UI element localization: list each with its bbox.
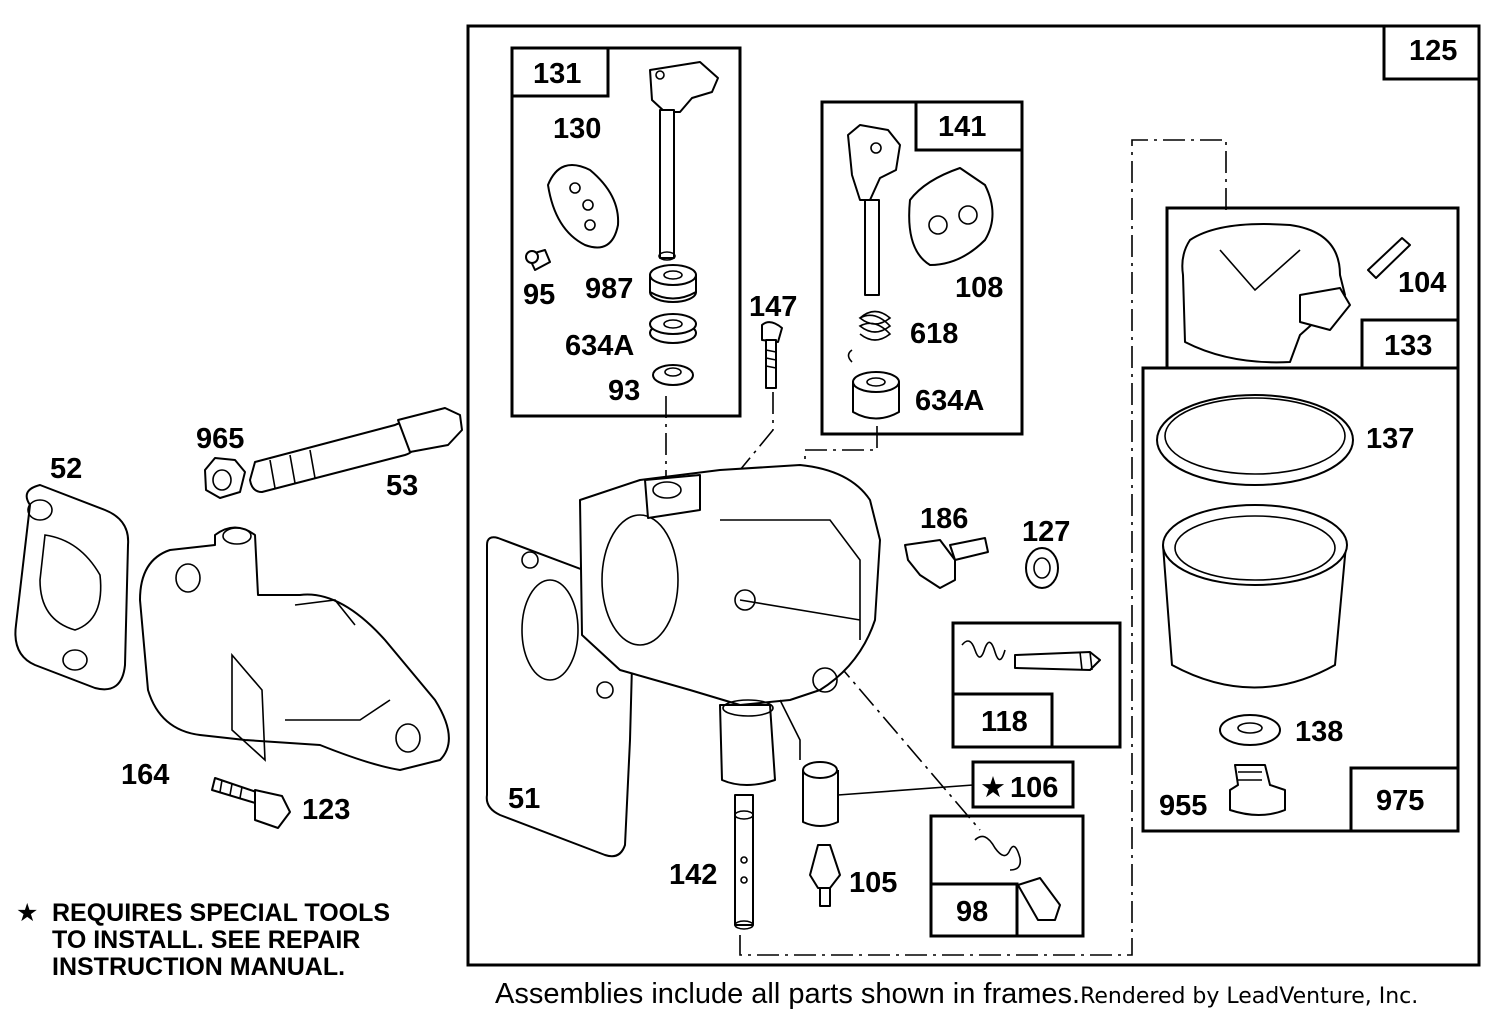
frame-141-tag: [914, 100, 1024, 152]
choke-plate-108: [908, 167, 994, 266]
washer-93: [652, 364, 694, 386]
label-955: 955: [1159, 790, 1207, 822]
frame-133-tag: [1360, 318, 1460, 370]
footer-rendered-text: Rendered by LeadVenture, Inc.: [1080, 984, 1419, 1009]
guide-line-634a: [804, 426, 878, 470]
note-line-1: REQUIRES SPECIAL TOOLS: [52, 899, 391, 927]
frame-131-tag: [510, 46, 610, 98]
seal-634a-2: [852, 371, 900, 420]
label-131: 131: [533, 58, 581, 90]
label-147: 147: [749, 291, 797, 323]
label-127: 127: [1022, 516, 1070, 548]
note-line-2: TO INSTALL. SEE REPAIR: [52, 926, 361, 954]
label-108: 108: [955, 272, 1003, 304]
screw-123: [211, 777, 291, 829]
frame-106-tag: [971, 760, 1075, 809]
label-98: 98: [956, 896, 988, 928]
label-118: 118: [981, 706, 1028, 738]
leader-106: [837, 784, 974, 796]
idle-screw-98: [974, 835, 1061, 921]
note-line-3: INSTRUCTION MANUAL.: [52, 953, 346, 981]
label-105: 105: [849, 867, 897, 899]
washer-138: [1219, 714, 1281, 746]
throttle-shaft: [649, 61, 719, 261]
star-icon: ★: [16, 899, 39, 927]
label-186: 186: [920, 503, 968, 535]
label-634a-1: 634A: [565, 330, 634, 362]
footer: Assemblies include all parts shown in fr…: [495, 978, 1418, 1011]
needle-105: [809, 844, 841, 907]
bowl: [1162, 504, 1348, 689]
label-634a-2: 634A: [915, 385, 984, 417]
seal-987: [649, 264, 697, 303]
frame-125-tag: [1382, 24, 1481, 81]
seat-106: [802, 761, 839, 827]
frame-118-tag: [951, 692, 1054, 749]
fitting-186: [904, 537, 989, 589]
label-975: 975: [1376, 785, 1424, 817]
label-987: 987: [585, 273, 633, 305]
label-106: 106: [1010, 772, 1058, 804]
gasket-52: [14, 484, 130, 691]
stud-53: [249, 407, 463, 493]
label-52: 52: [50, 453, 82, 485]
label-133: 133: [1384, 330, 1432, 362]
frame-131: [510, 46, 742, 418]
label-164: 164: [121, 759, 169, 791]
needle-valve-118: [961, 640, 1101, 671]
gasket-137: [1156, 394, 1354, 486]
label-618: 618: [910, 318, 958, 350]
frame-125: [466, 24, 1481, 967]
float-133: [1181, 223, 1351, 364]
label-93: 93: [608, 375, 640, 407]
label-95: 95: [523, 279, 555, 311]
label-965: 965: [196, 423, 244, 455]
pin-104: [1367, 237, 1411, 279]
guide-line-133: [739, 139, 1227, 956]
label-123: 123: [302, 794, 350, 826]
label-104: 104: [1398, 267, 1446, 299]
nut-965: [204, 457, 246, 499]
label-130: 130: [553, 113, 601, 145]
label-125: 125: [1409, 35, 1457, 67]
screw-95: [525, 249, 551, 271]
carburetor-body: [579, 464, 881, 786]
label-51: 51: [508, 783, 540, 815]
label-141: 141: [938, 111, 986, 143]
label-53: 53: [386, 470, 418, 502]
label-137: 137: [1366, 423, 1414, 455]
guide-line-147: [739, 392, 774, 471]
bowl-nut-955: [1229, 764, 1286, 816]
label-138: 138: [1295, 716, 1343, 748]
seal-634a-1: [649, 313, 697, 344]
plug-127: [1025, 547, 1059, 589]
frame-98-tag: [929, 882, 1019, 938]
frame-975: [1141, 366, 1460, 833]
special-tools-note: ★ REQUIRES SPECIAL TOOLS TO INSTALL. SEE …: [16, 900, 390, 981]
spring-618: [847, 310, 892, 363]
choke-shaft: [847, 124, 901, 296]
label-106-star: ★: [980, 772, 1006, 804]
throttle-plate-130: [547, 164, 620, 249]
tube-142: [734, 794, 754, 930]
intake-elbow-164: [139, 526, 450, 771]
frame-975-tag: [1349, 766, 1460, 833]
screw-147: [761, 321, 783, 389]
footer-assemblies-text: Assemblies include all parts shown in fr…: [495, 978, 1081, 1010]
label-142: 142: [669, 859, 717, 891]
